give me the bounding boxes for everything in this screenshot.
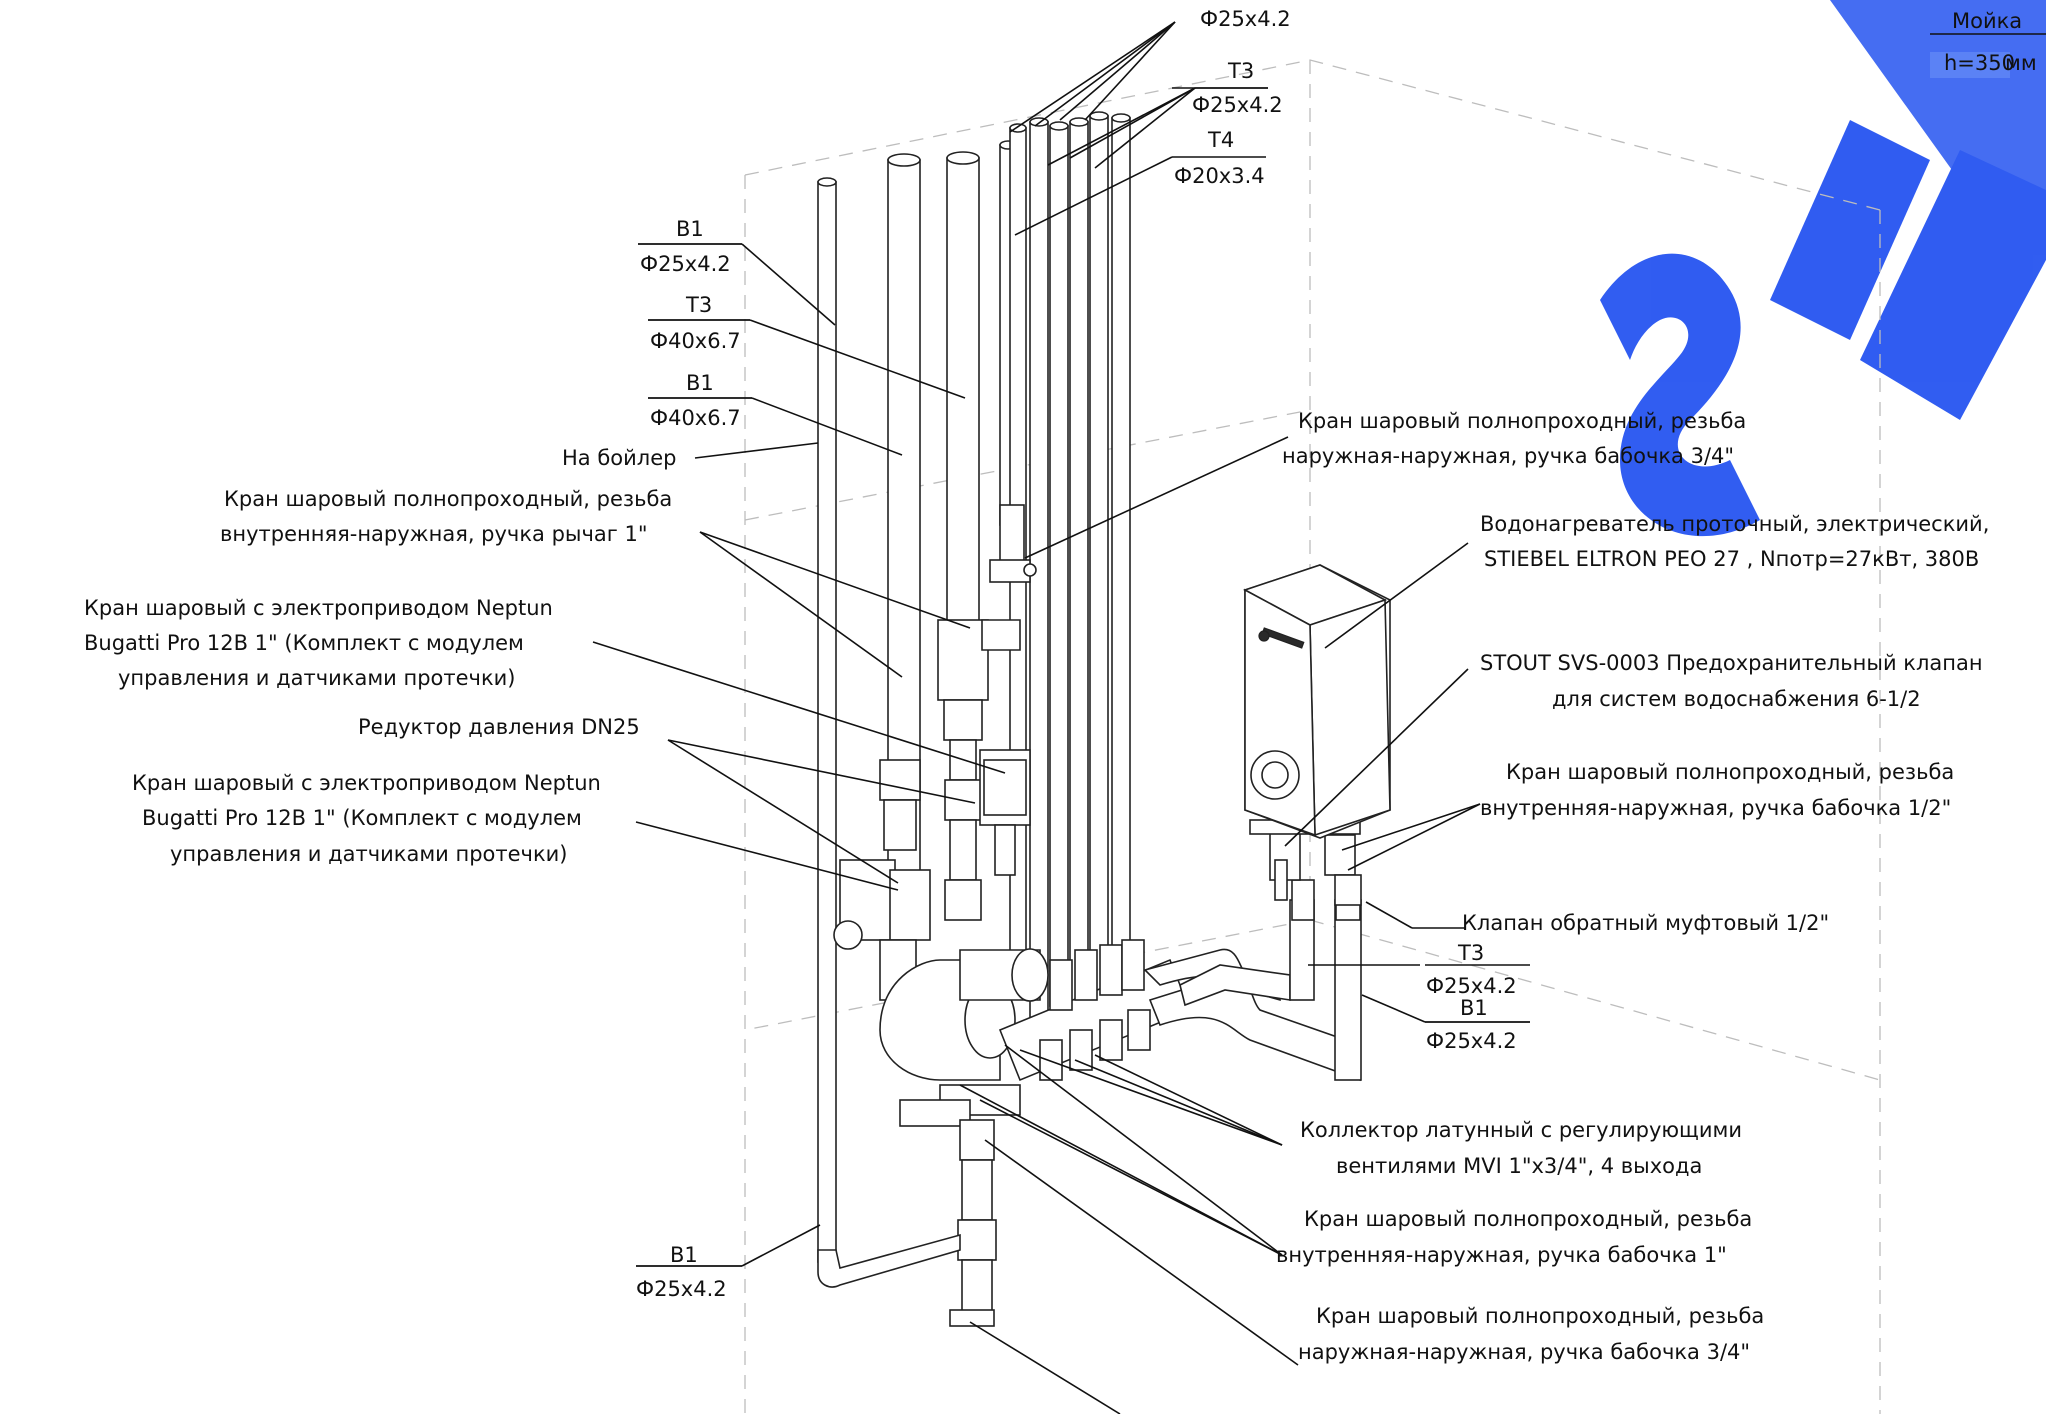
valve-bottom-line1: Кран шаровый полнопроходный, резьба (1316, 1304, 1764, 1328)
valve-assembly (833, 504, 1049, 1327)
neptun2-line1: Кран шаровый с электроприводом Neptun (132, 771, 601, 795)
brass-collector (998, 939, 1361, 1082)
room-outline (744, 59, 1881, 1414)
valve-half-line2: внутренняя-наружная, ручка бабочка 1/2" (1480, 796, 1951, 820)
watermark-logo (1600, 0, 2046, 537)
b1-bottom-size: Ф25х4.2 (636, 1277, 727, 1301)
neptun1-line1: Кран шаровый с электроприводом Neptun (84, 596, 553, 620)
valve-lever-line2: внутренняя-наружная, ручка рычаг 1" (220, 522, 648, 546)
t3-mid-name: T3 (685, 293, 712, 317)
b1-small-size: Ф25х4.2 (1426, 1029, 1517, 1053)
b1-small-name: B1 (1460, 996, 1488, 1020)
labels: Ф25х4.2 Мойка h=350 мм T3 Ф25х4.2 T4 Ф20… (84, 7, 2037, 1364)
riser-b1-boiler (817, 181, 837, 1263)
heater-line1: Водонагреватель проточный, электрический… (1480, 512, 1989, 536)
collector-line2: вентилями MVI 1"х3/4", 4 выхода (1336, 1154, 1702, 1178)
label-rules (636, 87, 1530, 1267)
safety-valve-line1: STOUT SVS-0003 Предохранительный клапан (1480, 651, 1983, 675)
t3-small-name: T3 (1457, 941, 1484, 965)
t3-top-name: T3 (1227, 59, 1254, 83)
t3-top-size: Ф25х4.2 (1192, 93, 1283, 117)
valve-bottom-line2: наружная-наружная, ручка бабочка 3/4" (1298, 1340, 1750, 1364)
neptun1-line2: Bugatti Pro 12B 1" (Комплект с модулем (84, 631, 524, 655)
t4-top-size: Ф20х3.4 (1174, 164, 1265, 188)
neptun2-line2: Bugatti Pro 12B 1" (Комплект с модулем (142, 806, 582, 830)
t4-top-name: T4 (1207, 128, 1234, 152)
b1-top-size: Ф25х4.2 (640, 252, 731, 276)
valve-lever-line1: Кран шаровый полнопроходный, резьба (224, 487, 672, 511)
safety-valve-line2: для систем водоснабжения 6-1/2 (1552, 687, 1921, 711)
b1-bottom-name: B1 (670, 1243, 698, 1267)
check-valve-label: Клапан обратный муфтовый 1/2" (1462, 911, 1829, 935)
neptun2-line3: управления и датчиками протечки) (170, 842, 567, 866)
corner-height-prefix: h=350 (1944, 51, 2015, 75)
top-cut-size: Ф25х4.2 (1200, 7, 1291, 31)
neptun1-line3: управления и датчиками протечки) (118, 666, 515, 690)
boiler-label: На бойлер (562, 446, 676, 470)
collector-line1: Коллектор латунный с регулирующими (1300, 1118, 1742, 1142)
valve-1in-line2: внутренняя-наружная, ручка бабочка 1" (1276, 1243, 1727, 1267)
heater-line2: STIEBEL ELTRON PEO 27 , Nпотр=27кВт, 380… (1484, 547, 1979, 571)
water-heater (1242, 564, 1391, 839)
check-valve (1334, 874, 1362, 906)
b1-top-name: B1 (676, 217, 704, 241)
corner-title: Мойка (1952, 9, 2022, 33)
valve-half-line1: Кран шаровый полнопроходный, резьба (1506, 760, 1954, 784)
b1-mid-name: B1 (686, 371, 714, 395)
valve-top-line1: Кран шаровый полнопроходный, резьба (1298, 409, 1746, 433)
b1-bottom-run (817, 1233, 961, 1288)
t3-mid-size: Ф40х6.7 (650, 329, 741, 353)
reducer-label: Редуктор давления DN25 (358, 715, 640, 739)
valve-butterfly-half (1324, 834, 1356, 876)
b1-mid-size: Ф40х6.7 (650, 406, 741, 430)
valve-1in-line1: Кран шаровый полнопроходный, резьба (1304, 1207, 1752, 1231)
corner-height-unit: мм (2005, 51, 2037, 75)
t3-small-size: Ф25х4.2 (1426, 974, 1517, 998)
valve-top-line2: наружная-наружная, ручка бабочка 3/4" (1282, 444, 1734, 468)
